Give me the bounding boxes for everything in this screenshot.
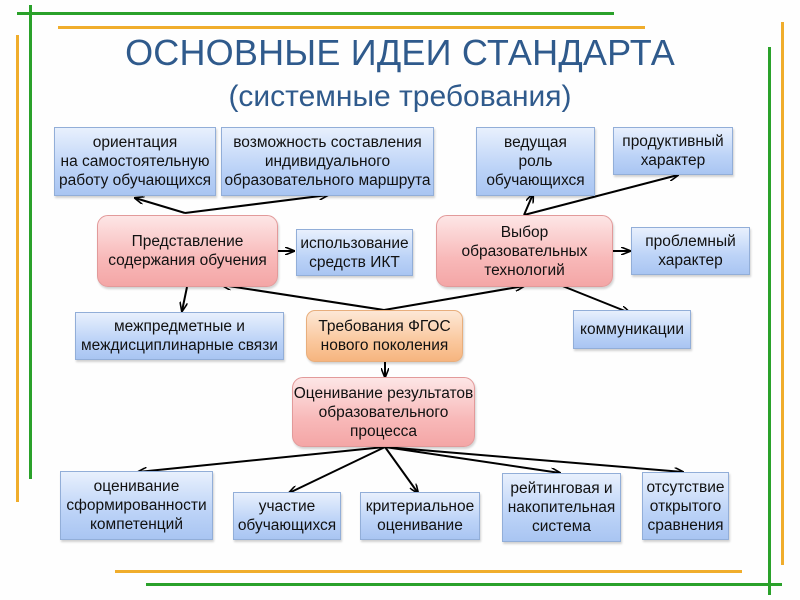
node-tech-choice: Выбор образовательных технологий	[436, 215, 613, 287]
arrow-tech-to-communication	[559, 284, 630, 313]
frame-left-green-line	[29, 5, 32, 479]
node-leading-role: ведущая роль обучающихся	[476, 127, 595, 196]
arrow-fgos-to-content	[222, 285, 385, 311]
frame-top-orange-line	[58, 26, 645, 29]
arrow-content-to-interdisciplinary	[182, 286, 188, 311]
arrow-fgos-to-tech	[383, 286, 524, 311]
node-rating: рейтинговая и накопительная система	[502, 473, 621, 542]
node-fgos-requirements: Требования ФГОС нового поколения	[306, 310, 463, 362]
arrow-content-to-individual-route	[184, 195, 328, 214]
node-content-presentation: Представление содержания обучения	[97, 215, 278, 287]
arrow-assessment-to-criterial	[384, 446, 418, 493]
arrow-assessment-to-rating	[384, 446, 560, 473]
node-participation: участие обучающихся	[233, 492, 341, 540]
arrow-tech-to-productive	[523, 175, 678, 216]
node-criterial: критериальное оценивание	[360, 492, 480, 540]
node-interdisciplinary: межпредметные и междисциплинарные связи	[75, 312, 284, 360]
frame-top-green-line	[17, 12, 614, 15]
node-no-comparison: отсутствие открытого сравнения	[642, 472, 729, 540]
node-ict: использование средств ИКТ	[296, 229, 413, 276]
node-competence: оценивание сформированности компетенций	[60, 471, 213, 540]
node-assessment: Оценивание результатов образовательного …	[292, 377, 475, 447]
page-title: ОСНОВНЫЕ ИДЕИ СТАНДАРТА	[125, 32, 675, 73]
frame-left-orange-line	[16, 35, 19, 502]
frame-bottom-orange-line	[115, 570, 742, 573]
node-problem: проблемный характер	[631, 227, 750, 275]
arrow-assessment-to-participation	[289, 446, 386, 493]
frame-right-orange-line	[781, 22, 784, 565]
arrow-content-to-orientation	[135, 198, 186, 214]
node-individual-route: возможность составления индивидуального …	[221, 127, 434, 196]
node-communication: коммуникации	[573, 310, 691, 349]
arrow-tech-to-leading-role	[523, 194, 533, 216]
page-subtitle: (системные требования)	[228, 80, 572, 113]
frame-right-green-line	[768, 47, 771, 595]
arrow-assessment-to-no-comparison	[384, 446, 683, 472]
arrow-assessment-to-competence	[138, 446, 386, 472]
node-orientation: ориентация на самостоятельную работу обу…	[54, 127, 216, 196]
node-productive: продуктивный характер	[613, 127, 733, 175]
frame-bottom-green-line	[146, 583, 782, 586]
